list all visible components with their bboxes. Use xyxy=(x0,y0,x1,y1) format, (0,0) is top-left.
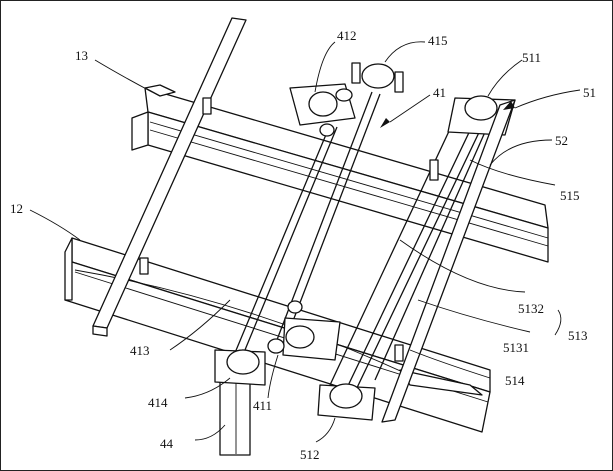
leader-lines xyxy=(29,41,581,443)
brackets xyxy=(139,62,439,362)
label-415: 415 xyxy=(428,33,448,48)
label-44: 44 xyxy=(160,436,174,451)
label-514: 514 xyxy=(505,373,525,388)
label-411: 411 xyxy=(253,398,272,413)
label-5131: 5131 xyxy=(503,340,529,355)
label-511: 511 xyxy=(522,50,541,65)
arrow-51-head xyxy=(503,101,515,110)
label-412: 412 xyxy=(337,28,357,43)
label-51: 51 xyxy=(583,85,596,100)
frame-41 xyxy=(214,63,395,386)
label-41: 41 xyxy=(433,85,446,100)
label-12: 12 xyxy=(10,201,23,216)
label-13: 13 xyxy=(75,48,88,63)
arrow-41-head xyxy=(380,118,390,128)
diagonal-bar xyxy=(92,17,247,337)
label-513: 513 xyxy=(568,328,588,343)
reference-labels: 13 412 415 511 51 41 52 515 12 5132 513 … xyxy=(10,28,596,462)
label-512: 512 xyxy=(300,447,320,462)
support-post xyxy=(219,374,251,456)
label-414: 414 xyxy=(148,395,168,410)
frame-51 xyxy=(317,95,516,423)
label-5132: 5132 xyxy=(518,301,544,316)
label-515: 515 xyxy=(560,188,580,203)
label-413: 413 xyxy=(130,343,150,358)
label-52: 52 xyxy=(555,133,568,148)
arrows xyxy=(380,101,515,128)
